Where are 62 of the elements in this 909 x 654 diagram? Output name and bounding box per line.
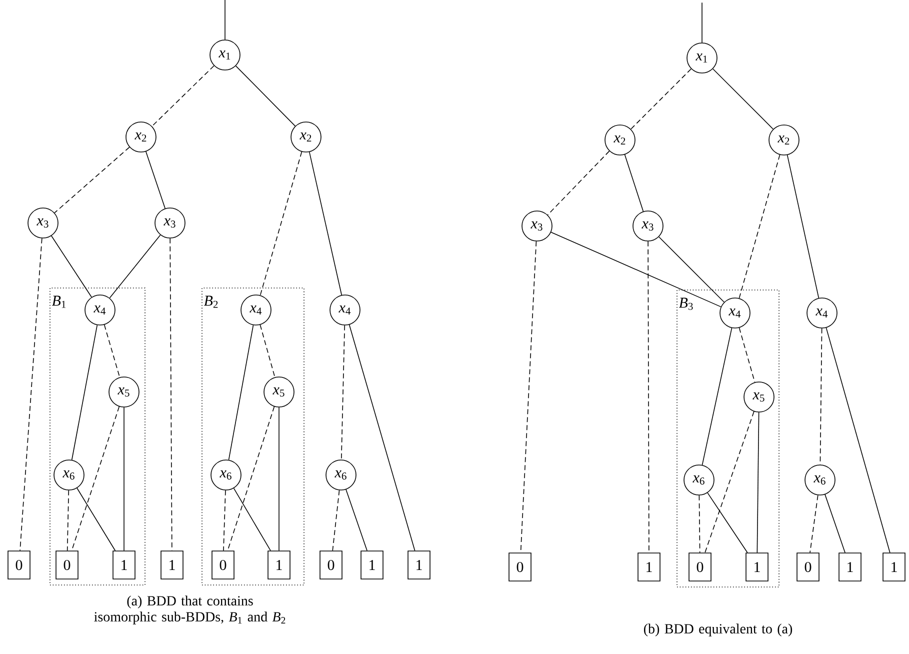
edge-line bbox=[66, 490, 70, 551]
edge-line bbox=[707, 492, 748, 553]
edge-line bbox=[20, 238, 42, 551]
edge-line bbox=[224, 0, 226, 40]
edge-line bbox=[698, 495, 700, 553]
edge-line bbox=[738, 327, 756, 383]
edge-line bbox=[146, 151, 166, 209]
terminal-box: 1 bbox=[268, 550, 290, 580]
edge-line bbox=[704, 411, 754, 553]
edge-line bbox=[51, 235, 92, 298]
terminal-box: 0 bbox=[320, 550, 342, 580]
edge-line bbox=[346, 489, 368, 551]
edge-line bbox=[712, 68, 774, 130]
edge-line bbox=[152, 65, 214, 127]
edge-line bbox=[348, 324, 416, 551]
edge-line bbox=[702, 328, 732, 466]
terminal-box: 0 bbox=[212, 550, 234, 580]
edge-line bbox=[104, 324, 120, 378]
edge-line bbox=[235, 66, 296, 126]
terminal-box: 1 bbox=[360, 550, 384, 580]
terminal-box: 1 bbox=[882, 552, 906, 582]
terminal-box: 1 bbox=[838, 552, 862, 582]
edge-line bbox=[756, 412, 760, 553]
edge-line bbox=[738, 154, 780, 299]
terminal-box: 0 bbox=[8, 550, 30, 580]
edge-line bbox=[71, 324, 98, 460]
edge-line bbox=[826, 327, 890, 553]
terminal-box: 1 bbox=[638, 552, 660, 582]
edge-line bbox=[309, 152, 342, 296]
edge-line bbox=[547, 150, 610, 216]
edge-line bbox=[228, 324, 254, 460]
edge-line bbox=[824, 494, 846, 553]
edge-line bbox=[233, 488, 271, 551]
terminal-box: 0 bbox=[688, 552, 712, 582]
edge-line bbox=[786, 154, 820, 298]
edge-line bbox=[810, 494, 818, 553]
edge-line bbox=[648, 241, 650, 553]
edge-line bbox=[520, 240, 537, 553]
edge-line bbox=[260, 151, 302, 296]
edge-line bbox=[630, 68, 692, 130]
edge-line bbox=[227, 406, 275, 551]
caption: (b) BDD equivalent to (a) bbox=[644, 624, 792, 636]
caption: (a) BDD that contains isomorphic sub-BDDs, B$_{1}$ and B$_{2}$ bbox=[94, 596, 286, 624]
terminal-box: 1 bbox=[408, 550, 430, 580]
terminal-box: 0 bbox=[508, 552, 532, 582]
edge-line bbox=[260, 324, 276, 378]
terminal-box: 1 bbox=[112, 550, 136, 580]
terminal-box: 0 bbox=[56, 550, 78, 580]
terminal-box: 0 bbox=[796, 552, 820, 582]
edge-line bbox=[550, 232, 722, 308]
edge-line bbox=[332, 490, 340, 551]
edge-line bbox=[278, 407, 280, 551]
edge-line bbox=[658, 236, 725, 303]
edge-line bbox=[340, 325, 346, 460]
edge-line bbox=[624, 154, 644, 212]
edge-line bbox=[109, 234, 161, 298]
terminal-box: 1 bbox=[746, 552, 768, 582]
edge-line bbox=[223, 490, 226, 551]
edge-line bbox=[76, 488, 116, 551]
edge-line bbox=[71, 406, 120, 551]
terminal-box: 1 bbox=[160, 550, 184, 580]
edge-line bbox=[54, 146, 130, 214]
